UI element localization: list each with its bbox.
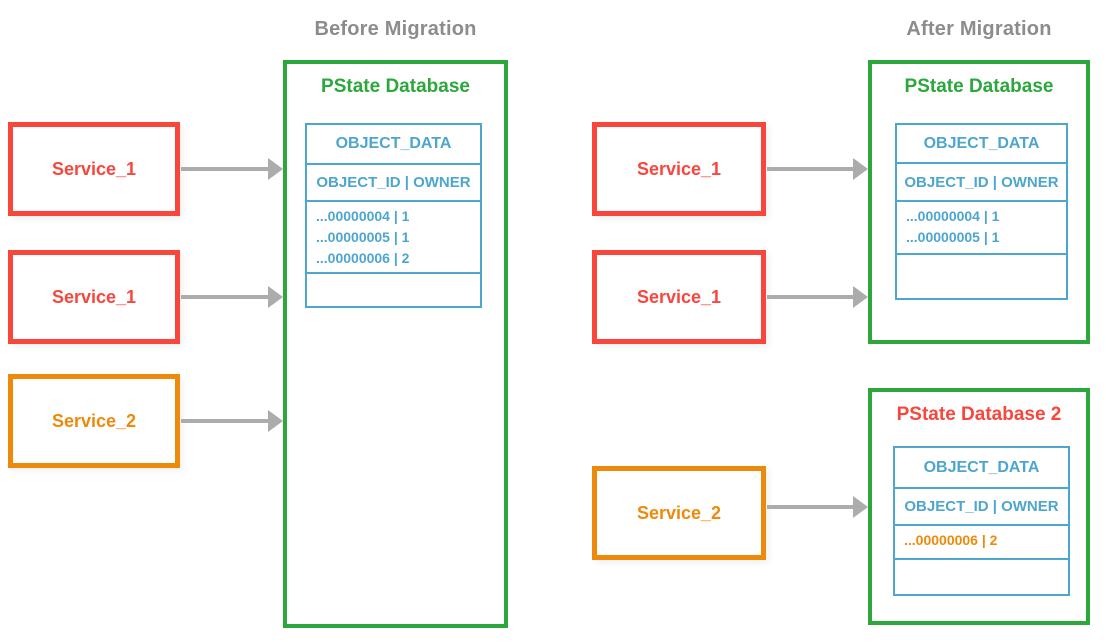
- before-migration-title: Before Migration: [314, 18, 477, 40]
- table-data-rows: ...00000006 | 2: [895, 526, 1068, 560]
- object-data-table-after-2: OBJECT_DATA OBJECT_ID | OWNER ...0000000…: [893, 446, 1070, 596]
- arrow-after-3: [767, 496, 868, 518]
- service-box-after-3: Service_2: [592, 466, 766, 560]
- database-title: PState Database: [904, 76, 1054, 97]
- arrow-head-icon: [853, 158, 868, 180]
- arrow-line: [767, 505, 855, 509]
- database-title: PState Database 2: [896, 404, 1062, 425]
- table-row: ...00000005 | 1: [906, 229, 1000, 245]
- service-label: Service_1: [636, 158, 722, 179]
- service-label: Service_1: [636, 286, 722, 307]
- arrow-line: [181, 419, 270, 423]
- service-box-before-2: Service_1: [8, 250, 180, 344]
- service-box-after-2: Service_1: [592, 250, 766, 344]
- arrow-line: [181, 295, 270, 299]
- arrow-after-1: [767, 158, 868, 180]
- table-data-rows: ...00000004 | 1 ...00000005 | 1: [897, 202, 1066, 255]
- table-data-rows: ...00000004 | 1 ...00000005 | 1 ...00000…: [307, 202, 480, 274]
- arrow-line: [767, 295, 855, 299]
- table-row: ...00000004 | 1: [316, 208, 410, 224]
- service-label: Service_2: [51, 410, 137, 431]
- table-row: ...00000006 | 2: [904, 532, 998, 548]
- table-empty-row: [895, 560, 1068, 594]
- arrow-head-icon: [268, 158, 283, 180]
- service-label: Service_1: [51, 286, 137, 307]
- service-box-after-1: Service_1: [592, 122, 766, 216]
- arrow-before-3: [181, 410, 283, 432]
- after-migration-title: After Migration: [906, 18, 1052, 40]
- table-header: OBJECT_DATA: [895, 448, 1068, 489]
- arrow-head-icon: [268, 410, 283, 432]
- table-columns: OBJECT_ID | OWNER: [895, 489, 1068, 526]
- service-box-before-3: Service_2: [8, 374, 180, 468]
- table-columns: OBJECT_ID | OWNER: [897, 164, 1066, 202]
- arrow-line: [181, 167, 270, 171]
- table-header: OBJECT_DATA: [307, 125, 480, 165]
- arrow-head-icon: [268, 286, 283, 308]
- arrow-head-icon: [853, 496, 868, 518]
- arrow-before-2: [181, 286, 283, 308]
- service-box-before-1: Service_1: [8, 122, 180, 216]
- table-row: ...00000005 | 1: [316, 229, 410, 245]
- table-header: OBJECT_DATA: [897, 125, 1066, 164]
- table-row: ...00000006 | 2: [316, 250, 410, 266]
- arrow-head-icon: [853, 286, 868, 308]
- object-data-table-before: OBJECT_DATA OBJECT_ID | OWNER ...0000000…: [305, 123, 482, 308]
- table-row: ...00000004 | 1: [906, 208, 1000, 224]
- table-empty-row: [307, 274, 480, 306]
- database-title: PState Database: [321, 76, 470, 97]
- arrow-before-1: [181, 158, 283, 180]
- arrow-after-2: [767, 286, 868, 308]
- table-columns: OBJECT_ID | OWNER: [307, 165, 480, 202]
- arrow-line: [767, 167, 855, 171]
- service-label: Service_2: [636, 502, 722, 523]
- object-data-table-after-1: OBJECT_DATA OBJECT_ID | OWNER ...0000000…: [895, 123, 1068, 300]
- table-empty-row: [897, 255, 1066, 298]
- service-label: Service_1: [51, 158, 137, 179]
